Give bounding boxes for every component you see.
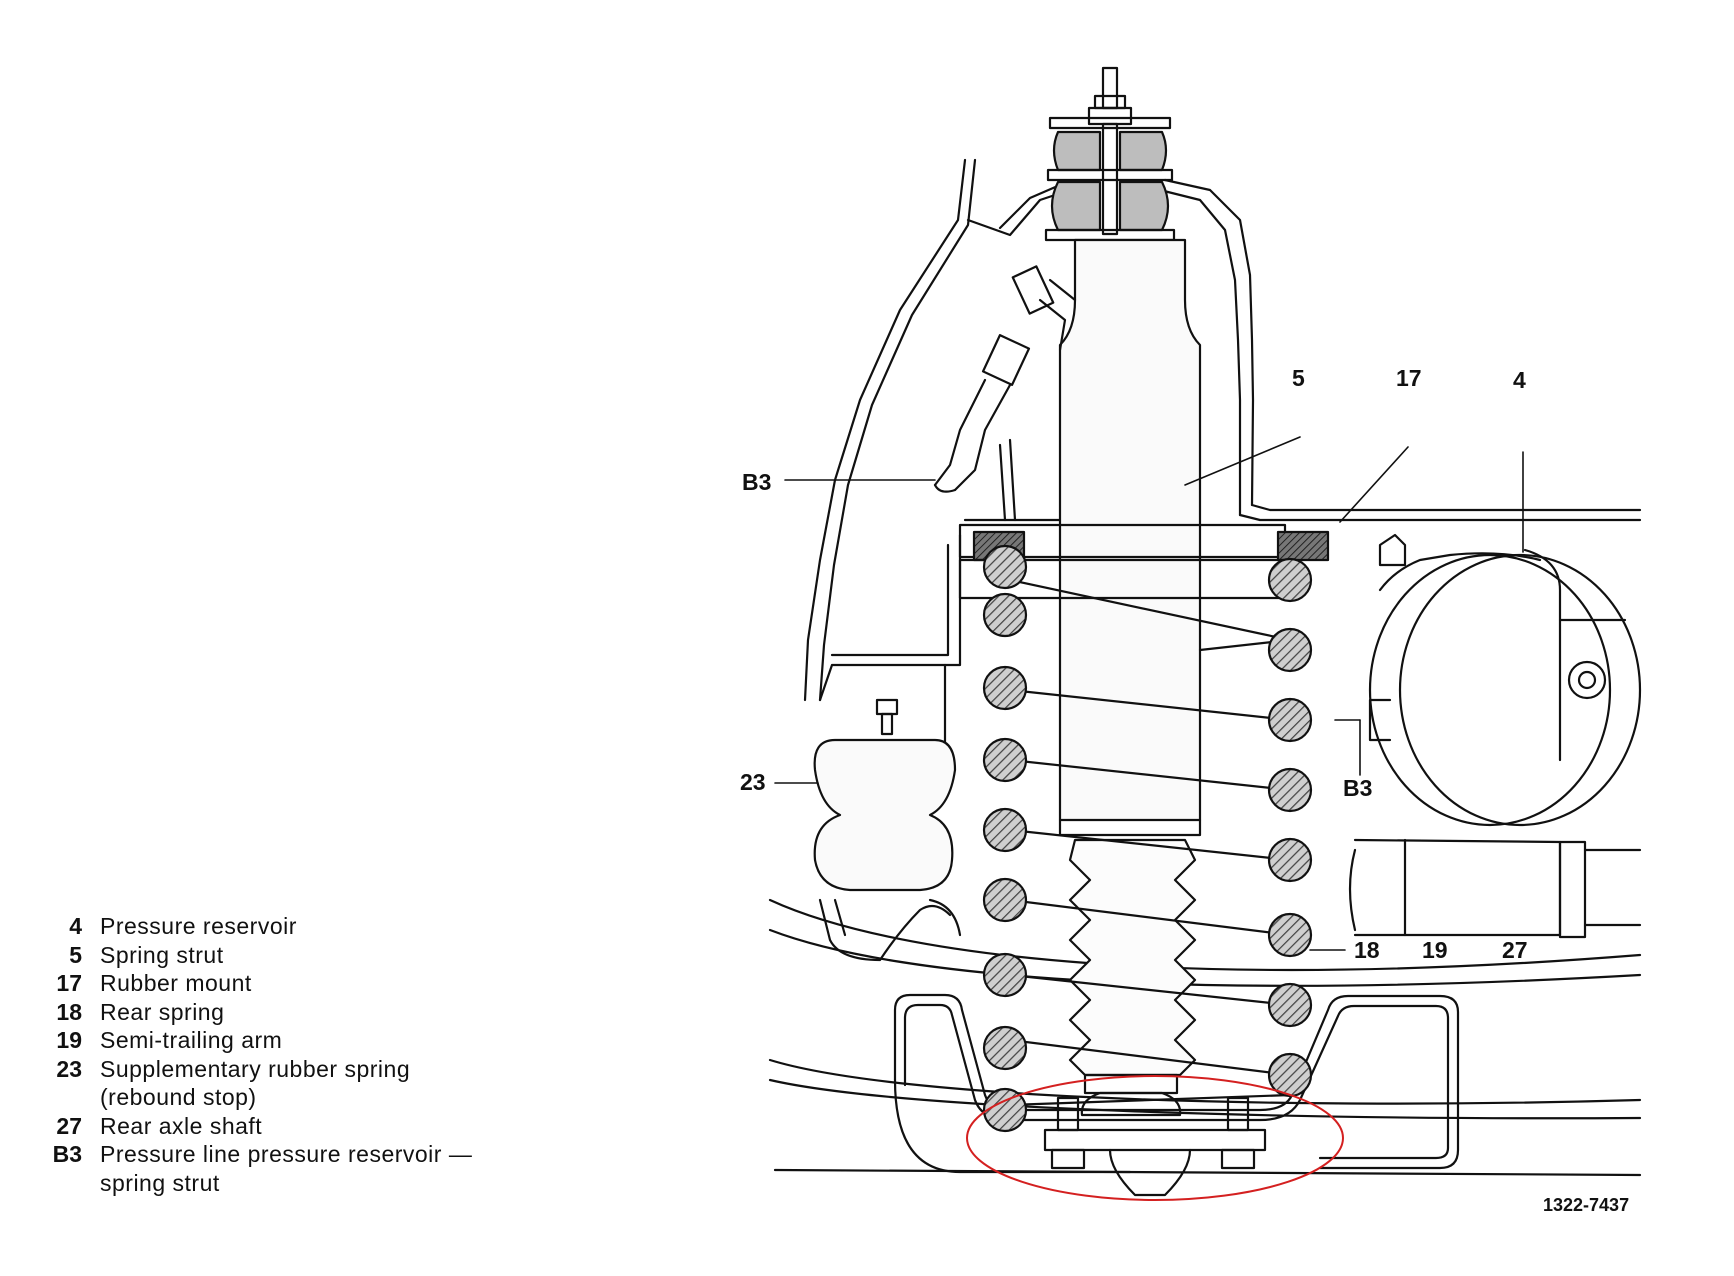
legend-text: Pressure reservoir [100,913,297,939]
top-mount [1044,66,1176,242]
legend-text: Spring strut [100,941,224,968]
legend-code: 17 [56,970,82,996]
callout-5: 5 [1292,365,1305,391]
legend-text: Rear spring [100,998,225,1025]
callout-b3-left: B3 [742,469,771,495]
legend-code [44,1083,100,1112]
supplementary-rubber-spring [813,698,962,962]
legend-text: Pressure line pressure reservoir — [100,1141,473,1167]
legend-code: 4 [69,913,82,939]
legend-row: (rebound stop) [44,1083,472,1112]
legend-code: 19 [56,1027,82,1053]
body-shell [803,158,1642,747]
legend-code: 23 [56,1055,82,1082]
callout-leaders [774,436,1524,951]
legend-text: spring strut [100,1169,220,1196]
callout-4: 4 [1513,367,1526,393]
legend-row: 27 Rear axle shaft [44,1112,472,1141]
legend-text: Rubber mount [100,970,252,996]
rear-spring [982,544,1313,1133]
callout-18: 18 [1354,937,1380,963]
legend-code: 27 [56,1112,82,1139]
legend-row: 23 Supplementary rubber spring [44,1055,472,1084]
pressure-reservoir [1368,533,1642,827]
legend-row: 5 Spring strut [44,941,472,970]
legend-text: Supplementary rubber spring [100,1055,411,1082]
legend-text: Rear axle shaft [100,1112,263,1139]
callout-17: 17 [1396,365,1422,391]
legend-code: B3 [52,1141,82,1167]
legend-row: spring strut [44,1169,472,1198]
legend-text: (rebound stop) [100,1084,257,1110]
legend-code: 18 [56,998,82,1025]
figure-number: 1322-7437 [1543,1195,1629,1215]
legend-row: 4 Pressure reservoir [44,912,472,941]
highlight-ellipse [966,1075,1344,1201]
legend-row: 17 Rubber mount [44,969,472,998]
parts-legend: 4 Pressure reservoir 5 Spring strut 17 Rubber… [44,912,472,1197]
legend-row: B3 Pressure line pressure reservoir — [44,1140,472,1169]
legend-code [44,1169,100,1198]
legend-row: 18 Rear spring [44,998,472,1027]
rear-axle-shaft [1348,838,1642,939]
semi-trailing-arm [893,993,1460,1174]
callout-27: 27 [1502,937,1528,963]
callout-b3-right: B3 [1343,775,1372,801]
spring-strut-body [1058,238,1202,837]
legend-code: 5 [69,941,82,968]
legend-row: 19 Semi-trailing arm [44,1026,472,1055]
callout-23: 23 [740,769,766,795]
legend-text: Semi-trailing arm [100,1027,283,1053]
callout-19: 19 [1422,937,1448,963]
pressure-line-left [933,265,1077,493]
lower-mount [1043,1091,1267,1197]
